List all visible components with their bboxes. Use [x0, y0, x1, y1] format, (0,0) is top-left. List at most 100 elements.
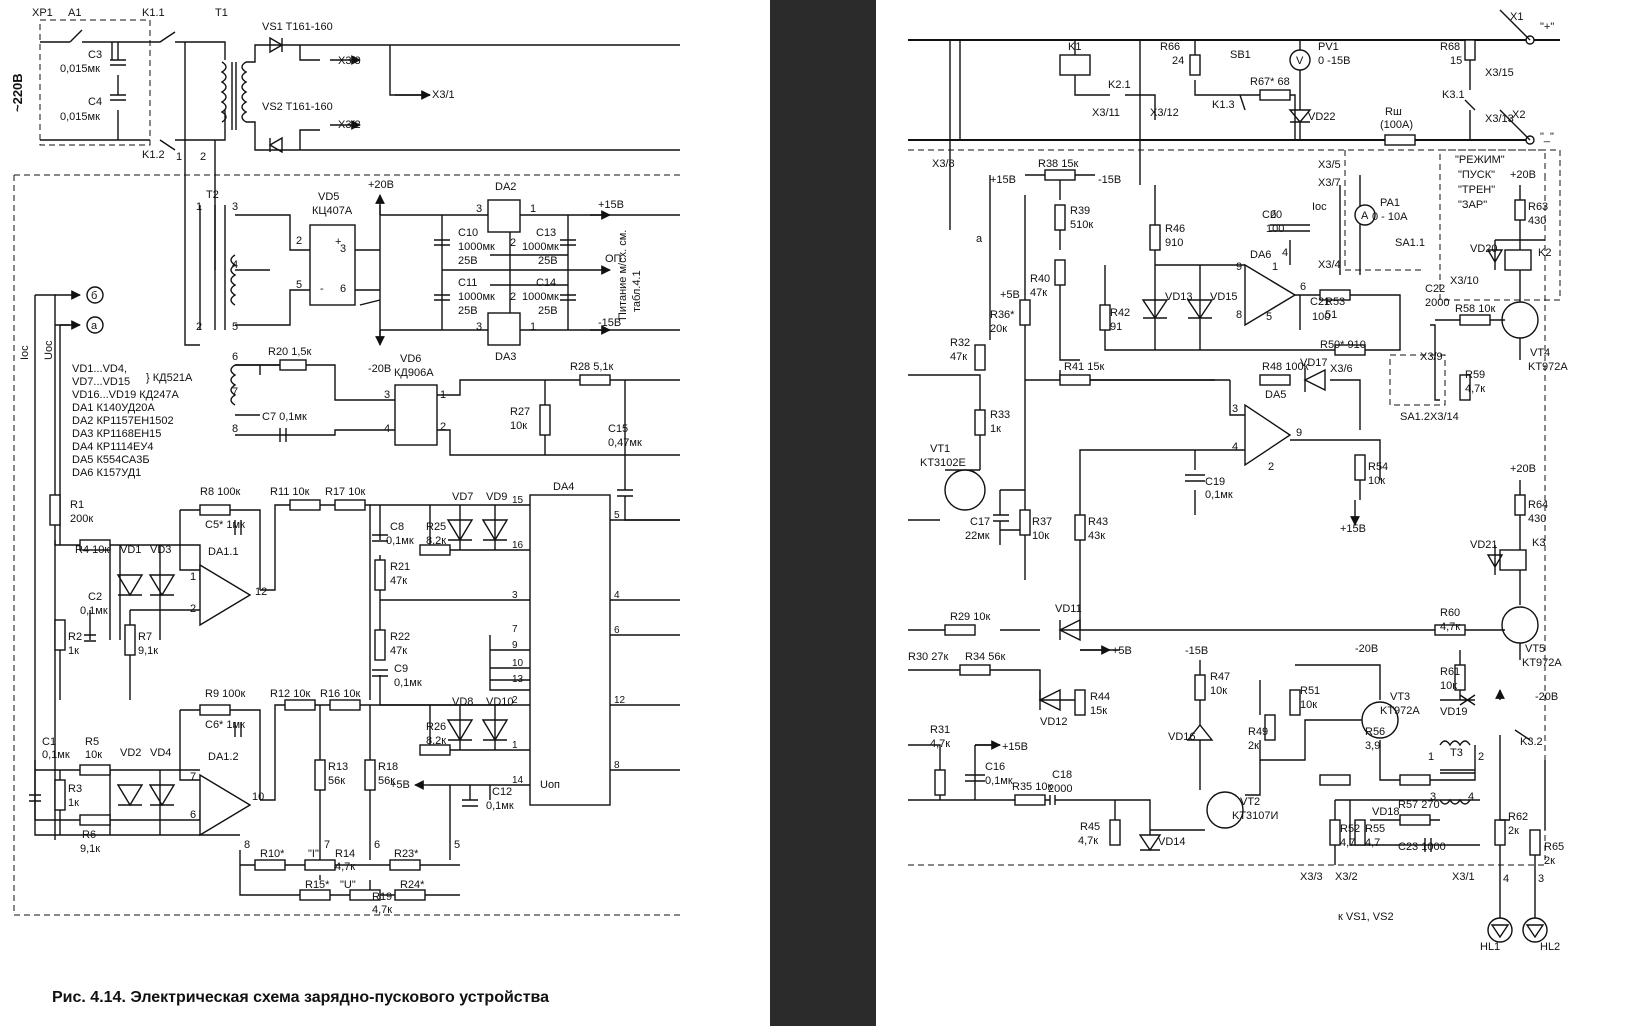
label-r38: R38 15к [1038, 158, 1078, 170]
label-c15v: 0,47мк [608, 437, 642, 449]
da4-pin-left: 16 [512, 540, 524, 551]
label-r65v: 2к [1544, 855, 1555, 867]
label-m15: -15В [598, 317, 621, 329]
label-r29: R29 10к [950, 611, 990, 623]
label-t3p3: 3 [1430, 791, 1436, 803]
da4-pin-right: 12 [614, 695, 626, 706]
label-m20: -20В [1355, 643, 1378, 655]
label-sa11: SA1.1 [1395, 237, 1425, 249]
label-c22: C22 [1425, 283, 1445, 295]
label-k13: K1.3 [1212, 99, 1235, 111]
label-vt1t: KT3102E [920, 457, 966, 469]
label-b: б [1270, 209, 1276, 221]
parts-brace-type: } КД521А [146, 372, 193, 384]
label-vd18: VD18 [1372, 806, 1400, 818]
da4-pin-left: 10 [512, 658, 524, 669]
parts-list-item: DA2 КР1157ЕН1502 [72, 415, 174, 427]
label-r46: R46 [1165, 223, 1185, 235]
label-c21: C21 [1310, 296, 1330, 308]
label-vt1: VT1 [930, 443, 950, 455]
label-da5p3: 3 [1232, 403, 1238, 415]
label-da5p2: 2 [1268, 461, 1274, 473]
label-p5v: +5В [390, 779, 410, 791]
label-p1: 1 [440, 389, 446, 401]
label-vt3t: KT972A [1380, 705, 1420, 717]
label-vd11: VD11 [1055, 603, 1082, 615]
label-r21v: 47к [390, 575, 407, 587]
label-c23: C23 1000 [1398, 841, 1446, 853]
label-r25v: 8,2к [426, 535, 446, 547]
label-x312: X3/12 [1150, 107, 1179, 119]
label-r17: R17 10к [325, 486, 365, 498]
label-x310: X3/10 [1450, 275, 1479, 287]
label-r40v: 47к [1030, 287, 1047, 299]
label-c4: C4 [88, 96, 102, 108]
label-p5: 5 [454, 839, 460, 851]
label-x31: X3/1 [432, 89, 455, 101]
label-c14: C14 [536, 277, 556, 289]
label-r61v: 10к [1440, 680, 1457, 692]
label-a1: A1 [68, 7, 81, 19]
label-r44v: 15к [1090, 705, 1107, 717]
label-vd1: VD1 [120, 544, 141, 556]
label-r64v: 430 [1528, 513, 1546, 525]
label-n1: 1 [176, 151, 182, 163]
da4-pin-right: 6 [614, 625, 620, 636]
parts-list-item: DA6 К157УД1 [72, 467, 141, 479]
label-r54v: 10к [1368, 475, 1385, 487]
label-vs1: VS1 T161-160 [262, 21, 333, 33]
label-da3: DA3 [495, 351, 516, 363]
label-p15: +15В [990, 174, 1016, 186]
label-r45v: 4,7к [1078, 835, 1098, 847]
label-p15: +15В [598, 199, 624, 211]
label-note2: табл.4.1 [631, 270, 643, 312]
label-r6: R6 [82, 829, 96, 841]
label-da5: DA5 [1265, 389, 1286, 401]
label-mode1: "РЕЖИМ" [1455, 154, 1505, 166]
label-c19: C19 [1205, 476, 1225, 488]
parts-list-item: DA5 К554СА3Б [72, 454, 150, 466]
label-mode3: "ТРЕН" [1458, 184, 1495, 196]
label-r39v: 510к [1070, 219, 1093, 231]
label-r7v: 9,1к [138, 645, 158, 657]
label-x37: X3/7 [1318, 177, 1341, 189]
label-r7: R7 [138, 631, 152, 643]
label-c10u: 25В [458, 255, 478, 267]
label-da5p4: 4 [1232, 441, 1238, 453]
label-vd17: VD17 [1300, 357, 1328, 369]
label-name: VD6 [400, 353, 421, 365]
da4-pin-left: 7 [512, 624, 518, 635]
label-c3v: 0,015мк [60, 63, 100, 75]
label-c8: C8 [390, 521, 404, 533]
label-r47v: 10к [1210, 685, 1227, 697]
label-da3p1: 1 [530, 321, 536, 333]
label-x361: X3/6 [1330, 363, 1353, 375]
label-k21: K2.1 [1108, 79, 1131, 91]
label-r62: R62 [1508, 811, 1528, 823]
label-c10v: 1000мк [458, 241, 495, 253]
label-i: "I" [308, 848, 319, 860]
label-t1: T1 [215, 7, 228, 19]
label-r58: R58 10к [1455, 303, 1495, 315]
label-r36: R36* [990, 309, 1015, 321]
parts-list-item: DA4 КР1114ЕУ4 [72, 441, 153, 453]
da4-pin-right: 5 [614, 510, 620, 521]
da4-pin-right: 8 [614, 760, 620, 771]
label-c21v: 100 [1312, 311, 1330, 323]
label-r49: R49 [1248, 726, 1268, 738]
label-rsh: Rш [1385, 106, 1402, 118]
label-r66: R66 [1160, 41, 1180, 53]
label-p20: +20В [1510, 463, 1536, 475]
label-x1s: "+" [1540, 21, 1554, 33]
label-vd21: VD21 [1470, 539, 1498, 551]
label-p2: 2 [190, 603, 196, 615]
label-xp: XP1 [32, 7, 53, 19]
label-r36v: 20к [990, 323, 1007, 335]
label-vt4t: KT972A [1528, 361, 1568, 373]
label-hl1: HL1 [1480, 941, 1500, 953]
label-c13u: 25В [538, 255, 558, 267]
label-r60: R60 [1440, 607, 1460, 619]
label-da2p3: 3 [476, 203, 482, 215]
label-x311: X3/11 [1092, 107, 1120, 119]
